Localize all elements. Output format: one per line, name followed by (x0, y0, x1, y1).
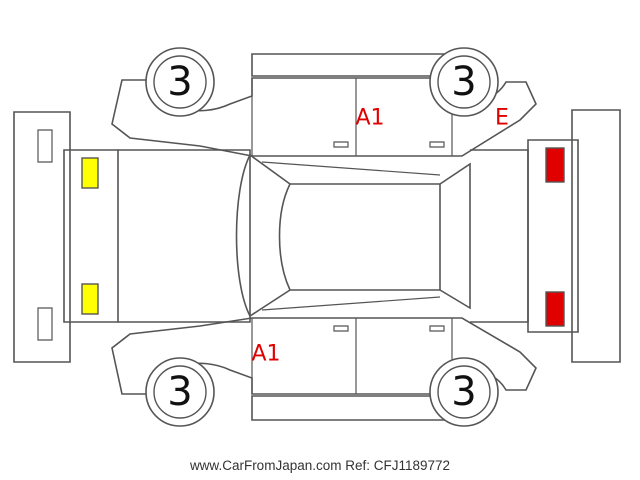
watermark-text: www.CarFromJapan.com Ref: CFJ1189772 (189, 458, 450, 473)
car-body-outline (63, 139, 579, 333)
damage-mark-a1-bottom: A1 (251, 342, 280, 367)
headlight-bottom (81, 283, 99, 315)
wheel-rear-right-grade: 3 (451, 369, 476, 415)
taillight-top (545, 147, 565, 183)
rear-bumper (571, 109, 621, 363)
wheel-rear-right: 3 (429, 357, 499, 427)
headlight-top (81, 157, 99, 189)
wheel-rear-left: 3 (145, 357, 215, 427)
front-bumper (13, 111, 71, 363)
damage-mark-e: E (495, 106, 509, 131)
wheel-front-left: 3 (145, 47, 215, 117)
wheel-rear-left-grade: 3 (167, 369, 192, 415)
damage-mark-a1-top: A1 (355, 106, 384, 131)
wheel-front-right-grade: 3 (451, 59, 476, 105)
wheel-front-right: 3 (429, 47, 499, 117)
taillight-bottom (545, 291, 565, 327)
wheel-front-left-grade: 3 (167, 59, 192, 105)
